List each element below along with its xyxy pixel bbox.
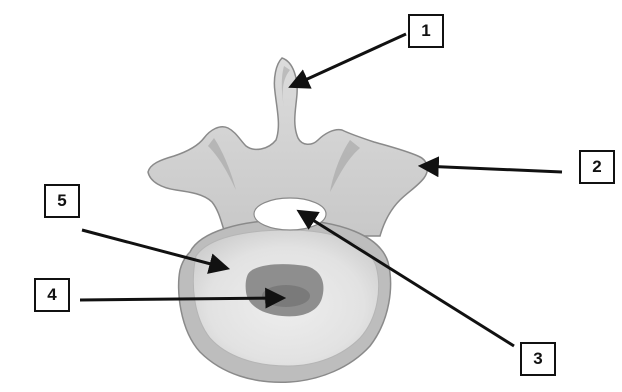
callout-label-2: 2: [579, 150, 615, 184]
arrow-4: [80, 298, 282, 300]
arrow-2: [422, 166, 562, 172]
callout-label-5: 5: [44, 184, 80, 218]
vertebral-foramen: [254, 198, 326, 230]
callout-label-3: 3: [520, 342, 556, 376]
arrow-1: [292, 34, 406, 86]
callout-label-1: 1: [408, 14, 444, 48]
callout-label-4: 4: [34, 278, 70, 312]
nucleus-core: [262, 285, 310, 307]
